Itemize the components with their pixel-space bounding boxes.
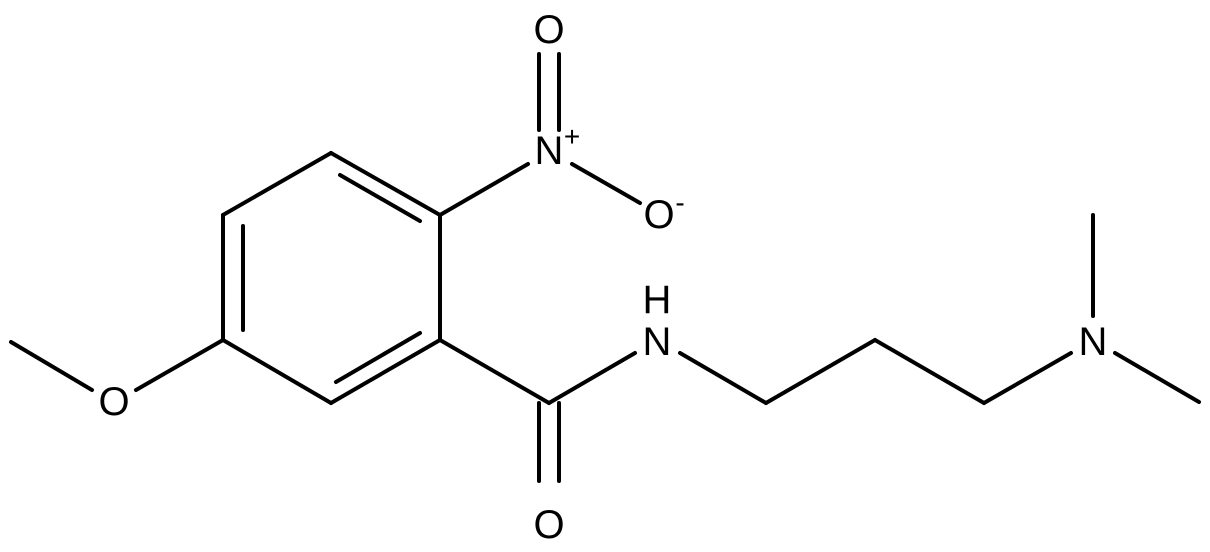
nitro-oxygen-charge: - [675, 187, 684, 218]
methoxy-oxygen-label: O [98, 380, 129, 424]
nitro-nitrogen-charge: + [564, 121, 580, 152]
bond-ring-carbonyl-c [438, 338, 551, 405]
amine-nitrogen-label: N [1079, 320, 1108, 364]
bond-chain-c3-amine-n [982, 351, 1073, 405]
nitro-nitrogen-label: N [535, 129, 564, 173]
nitro-oxygen-minus-label: O [643, 193, 674, 237]
bond-carbonyl-c-n [547, 351, 637, 405]
amide-hydrogen-label: H [643, 278, 672, 322]
bond-n-c1-chain [678, 351, 768, 405]
ring-bond-c3-c4 [329, 338, 442, 405]
ring-bond-c1-c2 [329, 151, 442, 217]
amide-nitrogen-label: N [643, 320, 672, 364]
ring-bond-c4-c5 [221, 338, 333, 405]
bond-methoxy-o-methyl [9, 340, 94, 392]
bond-chain-c2-c3 [873, 338, 986, 405]
bond-ring-methoxy-o [134, 338, 225, 392]
ring-bond-c3-c4-inner [334, 331, 422, 384]
amide-oxygen-label: O [533, 503, 564, 547]
nitro-oxygen-top-label: O [533, 8, 564, 52]
bond-amine-methyl-right [1113, 351, 1201, 404]
ring-bond-c1-c2-inner [338, 173, 422, 223]
bond-chain-c1-c2 [764, 338, 877, 405]
bond-nitro-n-o-single [570, 162, 642, 205]
bond-ring-nitro-n [438, 162, 530, 217]
ring-bond-c6-c1 [221, 151, 333, 217]
